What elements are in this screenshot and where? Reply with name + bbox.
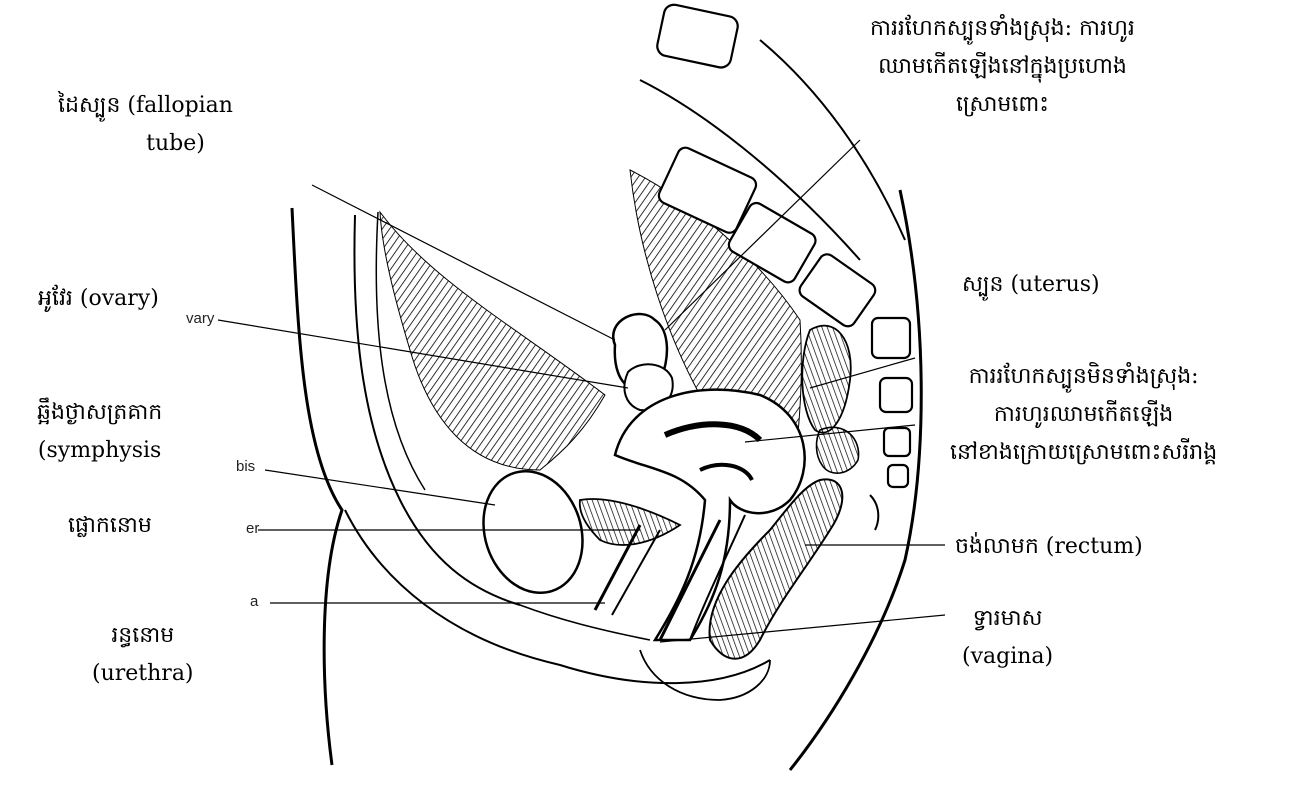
abdominal-tissue: [380, 212, 605, 470]
label-ovary: អូវែរ (ovary): [38, 280, 159, 318]
label-fallopian-tube: ដៃស្បូន (fallopian tube): [58, 87, 233, 163]
body-outline: [292, 208, 342, 765]
label-complete-prolapse: ការរហែកស្បូនទាំងស្រុង: ការហូរ ឈាមកើតឡើងន…: [870, 10, 1135, 124]
label-uterus: ស្បូន (uterus): [962, 266, 1100, 304]
pubic-bone: [468, 458, 598, 606]
label-bladder: ផ្លោកនោម: [68, 507, 152, 545]
fragment-ovary: vary: [186, 310, 214, 327]
fragment-pubis: bis: [236, 458, 255, 475]
label-vagina: ទ្វារមាស (vagina): [962, 600, 1053, 676]
fragment-bladder: er: [246, 520, 259, 537]
label-incomplete-prolapse: ការរហែកស្បូនមិនទាំងស្រុង: ការហូរឈាមកើតឡើ…: [950, 358, 1217, 472]
label-urethra: រន្ធនោម (urethra): [92, 617, 194, 693]
fragment-urethra: a: [250, 593, 258, 610]
bladder-shape: [580, 499, 680, 545]
label-rectum: ចង់លាមក (rectum): [955, 528, 1143, 566]
label-symphysis: ឆ្អឹងថ្ងាសត្រគាក (symphysis: [37, 394, 162, 470]
